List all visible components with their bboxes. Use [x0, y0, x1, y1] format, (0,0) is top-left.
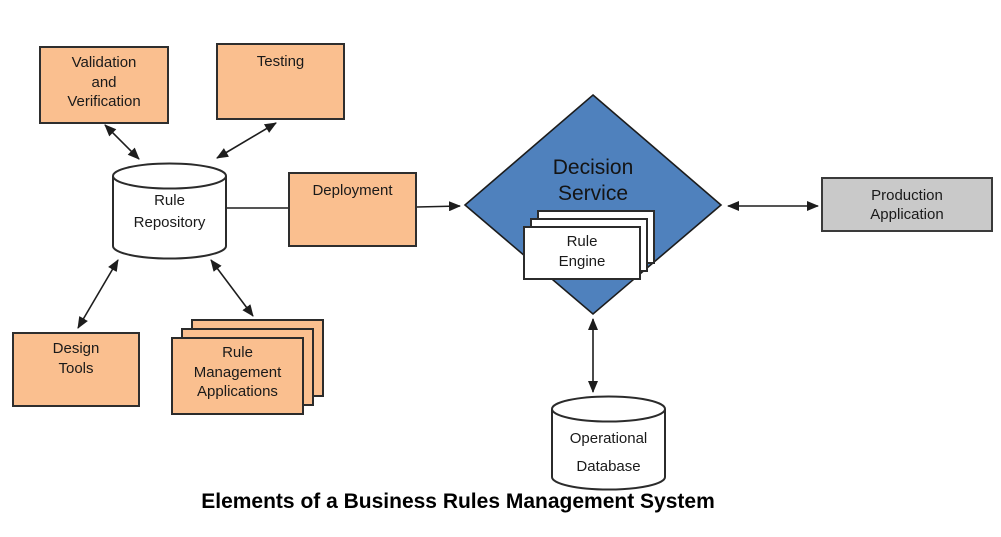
- rule-repository-cylinder-top: [112, 162, 227, 190]
- operational-database-cylinder-top: [551, 395, 666, 423]
- testing-box: Testing: [216, 43, 345, 120]
- operational-database-cylinder-body: [551, 409, 666, 491]
- diagram-title: Elements of a Business Rules Management …: [201, 490, 715, 513]
- connector-validation-repository: [104, 124, 140, 160]
- connector-deployment-decision-service: [416, 201, 461, 212]
- rule-repository-cylinder-body: [112, 176, 227, 260]
- validation-verification-box: Validation and Verification: [39, 46, 169, 124]
- connector-repository-design-tools: [77, 259, 119, 329]
- decision-service-diamond: [463, 93, 723, 316]
- connector-repository-rule-management: [210, 259, 254, 317]
- rule-management-page-front: [171, 337, 304, 415]
- rule-engine-page-front: [523, 226, 641, 280]
- connector-testing-repository: [216, 122, 277, 159]
- design-tools-box: Design Tools: [12, 332, 140, 407]
- deployment-box: Deployment: [288, 172, 417, 247]
- production-application-box: Production Application: [821, 177, 993, 232]
